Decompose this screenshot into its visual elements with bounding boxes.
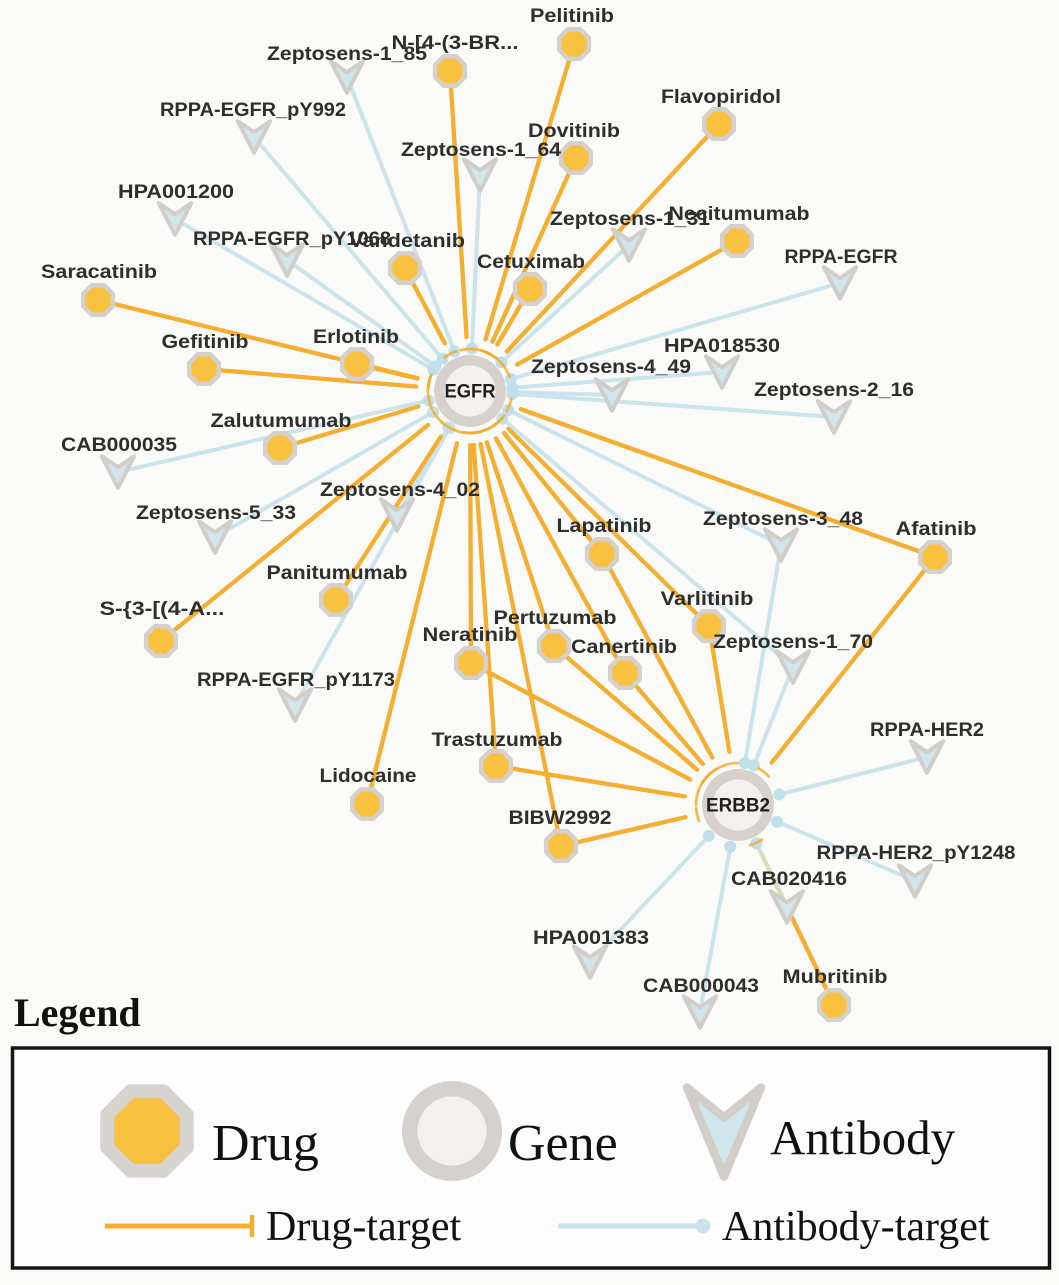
svg-text:ERBB2: ERBB2: [706, 796, 770, 817]
svg-text:Gefitinib: Gefitinib: [162, 332, 249, 353]
svg-text:EGFR: EGFR: [445, 382, 496, 403]
svg-text:RPPA-EGFR: RPPA-EGFR: [785, 247, 898, 268]
svg-text:Varlitinib: Varlitinib: [661, 589, 754, 610]
svg-text:S-{3-[(4-A...: S-{3-[(4-A...: [100, 599, 225, 620]
svg-text:RPPA-EGFR_pY1068: RPPA-EGFR_pY1068: [193, 229, 391, 250]
svg-text:RPPA-EGFR_pY992: RPPA-EGFR_pY992: [160, 100, 346, 121]
svg-text:Erlotinib: Erlotinib: [313, 327, 399, 348]
svg-text:Zeptosens-4_02: Zeptosens-4_02: [320, 480, 480, 501]
svg-text:RPPA-EGFR_pY1173: RPPA-EGFR_pY1173: [197, 670, 395, 691]
svg-text:Pertuzumab: Pertuzumab: [494, 608, 617, 629]
svg-text:HPA001200: HPA001200: [118, 182, 234, 203]
svg-text:Lapatinib: Lapatinib: [557, 516, 652, 537]
svg-text:Afatinib: Afatinib: [896, 519, 977, 540]
svg-text:Zeptosens-3_48: Zeptosens-3_48: [703, 509, 863, 530]
svg-text:Lidocaine: Lidocaine: [320, 766, 417, 787]
svg-text:CAB000043: CAB000043: [643, 976, 759, 997]
svg-text:Necitumumab: Necitumumab: [669, 204, 810, 225]
svg-text:N-[4-(3-BR...: N-[4-(3-BR...: [392, 33, 519, 54]
svg-text:Zeptosens-1_70: Zeptosens-1_70: [713, 632, 873, 653]
svg-text:Drug: Drug: [212, 1115, 319, 1172]
svg-text:Trastuzumab: Trastuzumab: [432, 730, 563, 751]
svg-text:Legend: Legend: [14, 990, 141, 1035]
svg-text:Antibody-target: Antibody-target: [722, 1204, 990, 1250]
svg-text:HPA018530: HPA018530: [664, 336, 780, 357]
svg-text:Drug-target: Drug-target: [266, 1204, 461, 1250]
svg-text:Zalutumumab: Zalutumumab: [211, 411, 352, 432]
svg-text:Zeptosens-2_16: Zeptosens-2_16: [754, 380, 914, 401]
svg-text:CAB000035: CAB000035: [61, 435, 177, 456]
svg-text:RPPA-HER2_pY1248: RPPA-HER2_pY1248: [817, 843, 1016, 864]
svg-text:Panitumumab: Panitumumab: [267, 563, 408, 584]
svg-text:Gene: Gene: [508, 1115, 618, 1172]
svg-text:Zeptosens-5_33: Zeptosens-5_33: [136, 503, 296, 524]
svg-text:Saracatinib: Saracatinib: [41, 262, 157, 283]
svg-text:Zeptosens-1_85: Zeptosens-1_85: [267, 44, 427, 65]
svg-text:Canertinib: Canertinib: [571, 637, 677, 658]
svg-text:Antibody: Antibody: [770, 1110, 956, 1165]
svg-text:Dovitinib: Dovitinib: [528, 121, 620, 142]
svg-text:BIBW2992: BIBW2992: [509, 808, 612, 829]
svg-text:Vandetanib: Vandetanib: [349, 231, 465, 252]
svg-text:Cetuximab: Cetuximab: [477, 252, 585, 273]
svg-text:HPA001383: HPA001383: [533, 928, 649, 949]
svg-text:Zeptosens-4_49: Zeptosens-4_49: [531, 357, 691, 378]
svg-text:CAB020416: CAB020416: [731, 869, 847, 890]
svg-text:Zeptosens-1_31: Zeptosens-1_31: [550, 209, 710, 230]
svg-text:RPPA-HER2: RPPA-HER2: [870, 720, 984, 741]
svg-text:Flavopiridol: Flavopiridol: [661, 87, 781, 108]
svg-text:Neratinib: Neratinib: [423, 625, 518, 646]
svg-text:Mubritinib: Mubritinib: [783, 967, 888, 988]
svg-text:Pelitinib: Pelitinib: [530, 6, 614, 27]
svg-text:Zeptosens-1_64: Zeptosens-1_64: [401, 140, 561, 161]
